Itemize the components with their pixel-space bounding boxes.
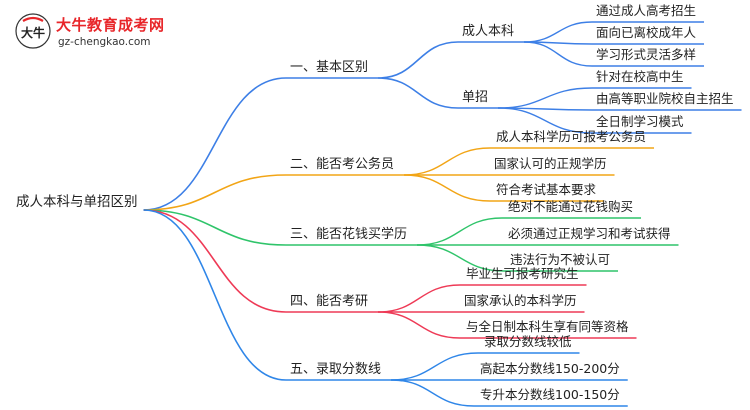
logo-mark-text: 大牛 bbox=[21, 25, 45, 40]
branch-node: 五、录取分数线 bbox=[290, 362, 382, 377]
leaf-node: 学习形式灵活多样 bbox=[596, 47, 697, 62]
leaf-node: 与全日制本科生享有同等资格 bbox=[466, 319, 629, 334]
leaf-node: 违法行为不被认可 bbox=[510, 252, 611, 267]
branch-connector bbox=[143, 209, 287, 246]
leaf-connector bbox=[524, 41, 593, 67]
branch-node: 四、能否考研 bbox=[290, 294, 369, 309]
leaf-node: 专升本分数线100-150分 bbox=[480, 387, 620, 402]
branch-connector bbox=[143, 174, 287, 211]
leaf-node: 国家承认的本科学历 bbox=[464, 293, 577, 308]
sub-node: 单招 bbox=[462, 90, 489, 105]
branch-node: 二、能否考公务员 bbox=[290, 157, 395, 172]
leaf-connector bbox=[498, 107, 593, 134]
leaf-node: 成人本科学历可报考公务员 bbox=[496, 129, 647, 144]
leaf-connector bbox=[404, 147, 491, 176]
leaf-connector bbox=[378, 284, 461, 313]
branch-node: 三、能否花钱买学历 bbox=[290, 227, 408, 242]
root-node: 成人本科与单招区别 bbox=[16, 194, 138, 210]
leaf-connector bbox=[498, 87, 593, 109]
leaf-node: 由高等职业院校自主招生 bbox=[596, 91, 734, 106]
branch-connector bbox=[143, 209, 287, 313]
leaf-connector bbox=[524, 21, 593, 43]
site-logo: 大牛 大牛教育成考网 gz-chengkao.com bbox=[6, 10, 186, 54]
leaf-node: 全日制学习模式 bbox=[596, 114, 684, 129]
branch-connector bbox=[143, 209, 287, 381]
logo-mark-icon: 大牛 bbox=[15, 13, 51, 49]
leaf-connector bbox=[378, 311, 461, 339]
leaf-node: 面向已离校成年人 bbox=[596, 25, 697, 40]
sub-connector bbox=[378, 77, 459, 109]
leaf-node: 符合考试基本要求 bbox=[496, 182, 597, 197]
branch-node: 一、基本区别 bbox=[290, 60, 369, 75]
leaf-node: 针对在校高中生 bbox=[596, 69, 684, 84]
sub-node: 成人本科 bbox=[462, 24, 515, 39]
logo-url: gz-chengkao.com bbox=[58, 36, 151, 48]
leaf-node: 高起本分数线150-200分 bbox=[480, 361, 620, 376]
leaf-node: 通过成人高考招生 bbox=[596, 3, 697, 18]
leaf-connector bbox=[417, 244, 505, 272]
leaf-node: 国家认可的正规学历 bbox=[494, 156, 607, 171]
leaf-connector bbox=[391, 379, 475, 407]
leaf-node: 绝对不能通过花钱购买 bbox=[508, 199, 634, 214]
leaf-node: 毕业生可报考研究生 bbox=[466, 266, 579, 281]
branch-connector bbox=[143, 77, 287, 211]
leaf-connector bbox=[404, 174, 491, 202]
leaf-node: 必须通过正规学习和考试获得 bbox=[508, 226, 671, 241]
leaf-connector bbox=[391, 352, 479, 381]
leaf-node: 录取分数线较低 bbox=[484, 334, 572, 349]
leaf-connector bbox=[417, 217, 503, 246]
sub-connector bbox=[378, 41, 459, 79]
logo-title: 大牛教育成考网 bbox=[56, 16, 165, 34]
